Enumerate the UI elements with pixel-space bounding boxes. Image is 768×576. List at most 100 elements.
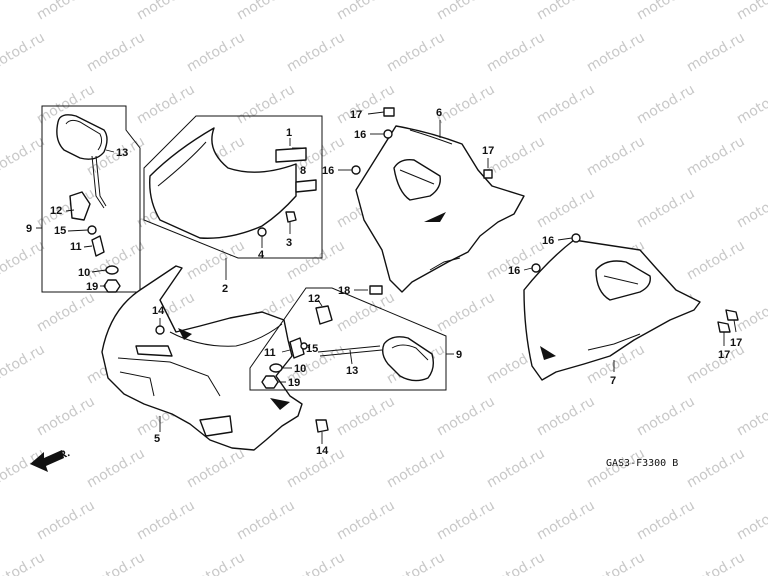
upper-cowl	[101, 265, 303, 451]
callout-5: 5	[154, 433, 160, 445]
callout-16-cowl-top: 16	[542, 235, 554, 247]
watermark-text: motod.ru	[284, 549, 348, 576]
watermark-text: motod.ru	[384, 445, 448, 491]
inner-panel-duct	[393, 158, 441, 201]
upper-cowl-screw	[315, 419, 329, 433]
left-mirror-washer	[105, 265, 119, 275]
callout-9-right: 9	[456, 349, 462, 361]
cowl-grommet-top	[571, 233, 581, 243]
callout-10-left: 10	[78, 267, 90, 279]
watermark-text: motod.ru	[34, 0, 98, 23]
windscreen-label-sticker	[275, 147, 307, 163]
callout-13-right: 13	[346, 365, 358, 377]
watermark-text: motod.ru	[484, 549, 548, 576]
watermark-text: motod.ru	[84, 549, 148, 576]
watermark-text: motod.ru	[134, 81, 198, 127]
direction-label: FR.	[51, 447, 72, 465]
watermark-text: motod.ru	[434, 393, 498, 439]
watermark-text: motod.ru	[334, 81, 398, 127]
windscreen	[149, 127, 297, 239]
cowl-screw-upper	[725, 309, 739, 321]
watermark-text: motod.ru	[534, 81, 598, 127]
right-mirror-nut	[261, 375, 279, 389]
watermark-text: motod.ru	[484, 29, 548, 75]
watermark-text: motod.ru	[84, 29, 148, 75]
windscreen-grommet	[257, 227, 267, 237]
watermark-text: motod.ru	[584, 29, 648, 75]
watermark-text: motod.ru	[0, 29, 48, 75]
watermark-text: motod.ru	[234, 497, 298, 543]
lower-cowl	[523, 239, 701, 381]
callout-14-lower: 14	[316, 445, 329, 457]
panel-bolt-right	[483, 169, 493, 179]
callout-12-right: 12	[308, 293, 320, 305]
watermark-text: motod.ru	[734, 289, 768, 335]
callout-15-left: 15	[54, 225, 66, 237]
watermark-text: motod.ru	[734, 393, 768, 439]
watermark-text: motod.ru	[34, 393, 98, 439]
inner-fairing-panel-group	[338, 107, 525, 295]
watermark-text: motod.ru	[234, 81, 298, 127]
watermark-text: motod.ru	[534, 185, 598, 231]
caution-label	[295, 179, 317, 193]
diagram-code: GAS3-F3300 B	[606, 458, 678, 469]
watermark-text: motod.ru	[734, 0, 768, 23]
watermark-text: motod.ru	[734, 81, 768, 127]
watermark-text: motod.ru	[484, 445, 548, 491]
watermark-text: motod.ru	[34, 497, 98, 543]
callout-13-left: 13	[116, 147, 128, 159]
left-mirror-bolt	[87, 225, 97, 235]
watermark-text: motod.ru	[534, 0, 598, 23]
callout-19-left: 19	[86, 281, 98, 293]
watermark-text: motod.ru	[634, 0, 698, 23]
windscreen-group	[143, 115, 323, 280]
callout-6: 6	[436, 107, 442, 119]
watermark-text: motod.ru	[734, 185, 768, 231]
watermark-text: motod.ru	[284, 29, 348, 75]
watermark-text: motod.ru	[434, 81, 498, 127]
watermark-text: motod.ru	[634, 393, 698, 439]
cowl-grommet-left	[531, 263, 541, 273]
watermark-text: motod.ru	[634, 81, 698, 127]
upper-cowl-logo-plate	[135, 345, 173, 357]
watermark-text: motod.ru	[184, 549, 248, 576]
upper-cowl-group	[101, 265, 329, 451]
left-mirror-boot	[69, 191, 91, 221]
callout-3: 3	[286, 237, 292, 249]
watermark-text: motod.ru	[634, 185, 698, 231]
watermark-text: motod.ru	[684, 549, 748, 576]
callout-1: 1	[286, 127, 292, 139]
callout-4: 4	[258, 249, 265, 261]
callout-9-left: 9	[26, 223, 32, 235]
left-mirror-bracket	[91, 235, 105, 257]
right-mirror-head	[381, 336, 435, 382]
watermark-text: motod.ru	[284, 237, 348, 283]
callout-14-upper: 14	[152, 305, 165, 317]
windscreen-frame	[143, 115, 323, 259]
watermark-text: motod.ru	[684, 237, 748, 283]
watermark-text: motod.ru	[584, 549, 648, 576]
watermark-text: motod.ru	[134, 497, 198, 543]
lower-cowl-group	[523, 233, 739, 381]
callout-17-panel-top: 17	[350, 109, 362, 121]
watermark-text: motod.ru	[434, 0, 498, 23]
callout-16-panel-left: 16	[322, 165, 334, 177]
right-mirror-bracket	[289, 337, 305, 359]
callout-17-panel-right: 17	[482, 145, 494, 157]
right-mirror-frame	[249, 287, 447, 391]
watermark-text: motod.ru	[584, 133, 648, 179]
left-mirror-head	[56, 114, 108, 160]
callout-19-right: 19	[288, 377, 300, 389]
left-mirror-frame	[41, 105, 141, 293]
callout-16-cowl-left: 16	[508, 265, 520, 277]
watermark-text: motod.ru	[0, 549, 48, 576]
watermark-text: motod.ru	[634, 497, 698, 543]
watermark-text: motod.ru	[134, 0, 198, 23]
callout-15-right: 15	[306, 343, 318, 355]
callout-12-left: 12	[50, 205, 62, 217]
windscreen-screw	[285, 211, 297, 223]
watermark-text: motod.ru	[184, 237, 248, 283]
watermark-text: motod.ru	[84, 445, 148, 491]
watermark-text: motod.ru	[684, 445, 748, 491]
watermark-text: motod.ru	[334, 393, 398, 439]
